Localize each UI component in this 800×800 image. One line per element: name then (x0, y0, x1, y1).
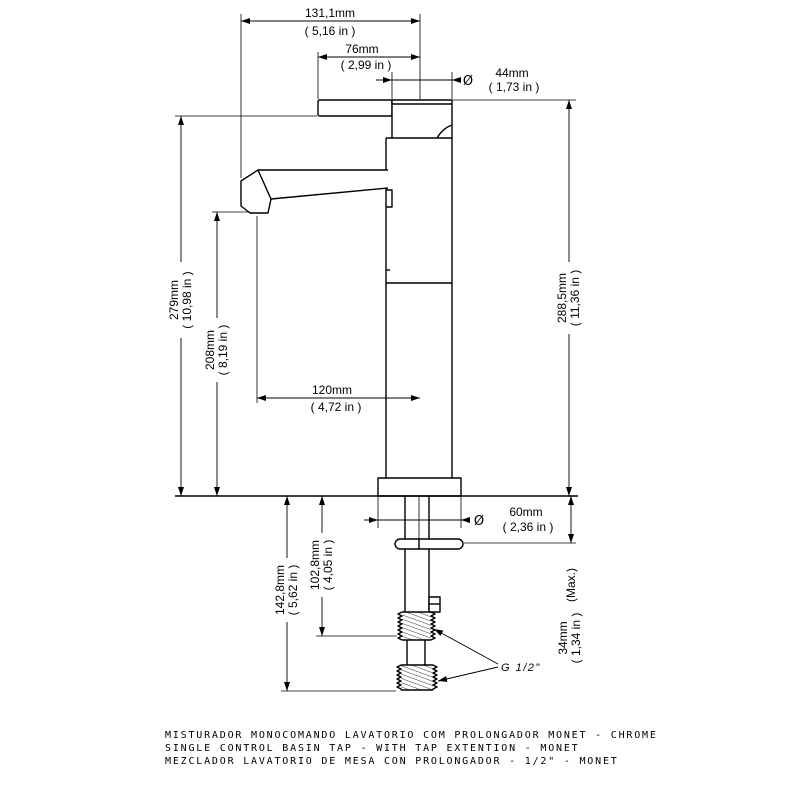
dim-in-label: ( 10,98 in ) (180, 271, 194, 328)
dim-in-label: ( 11,36 in ) (568, 270, 582, 326)
lower-thread-right (432, 664, 438, 690)
dim-overall-width: 131,1mm ( 5,16 in ) (240, 6, 421, 178)
dim-spout-reach: 120mm ( 4,72 in ) (256, 216, 420, 414)
thread-callout: G 1/2" (433, 628, 541, 682)
dim-mm-label: 131,1mm (305, 6, 355, 20)
upper-thread-hatch (402, 612, 431, 640)
body-tube (385, 137, 453, 478)
dim-in-label: ( 4,72 in ) (311, 400, 362, 414)
dim-mm-label: 102,8mm (308, 540, 322, 590)
handle-body (391, 99, 453, 139)
dim-mm-label: 120mm (312, 383, 352, 397)
title-line-spanish: MEZCLADOR LAVATORIO DE MESA CON PROLONGA… (165, 756, 619, 767)
dim-mm-label: 208mm (203, 330, 217, 370)
dim-in-label: ( 1,73 in ) (489, 80, 540, 94)
dim-mm-label: 76mm (345, 42, 378, 56)
dim-mm-label: 60mm (509, 505, 542, 519)
flexible-hoses (406, 640, 426, 665)
lower-thread-hatch (401, 665, 433, 690)
dim-body-height: 288,5mm ( 11,36 in ) (453, 99, 582, 496)
lever-handle (317, 99, 393, 117)
dim-counter-thickness: (Max.) 34mm ( 1,34 in ) (464, 496, 583, 663)
dim-spout-height: 208mm ( 8,19 in ) (203, 211, 250, 496)
dim-in-label: ( 2,36 in ) (503, 520, 554, 534)
lower-thread-ends (401, 664, 433, 691)
title-line-english: SINGLE CONTROL BASIN TAP - WITH TAP EXTE… (165, 743, 580, 754)
dim-mm-label: 142,8mm (273, 565, 287, 615)
leader-line-lower (437, 666, 499, 682)
dim-shank-length: 142,8mm ( 5,62 in ) (273, 496, 396, 692)
dim-in-label: ( 2,99 in ) (341, 58, 392, 72)
dim-mm-label: 279mm (167, 280, 181, 320)
dim-mm-label: 288,5mm (555, 273, 569, 323)
dim-in-label: ( 5,62 in ) (286, 565, 300, 616)
spout-collar (386, 189, 393, 208)
dim-base-diameter: Ø 60mm ( 2,36 in ) (364, 497, 553, 534)
dim-body-diameter: Ø 44mm ( 1,73 in ) (376, 66, 539, 99)
dim-in-label: ( 1,34 in ) (569, 613, 583, 664)
dim-lever-length: 76mm ( 2,99 in ) (317, 42, 420, 99)
dim-in-label: ( 4,05 in ) (321, 540, 335, 591)
dim-total-height: 279mm ( 10,98 in ) (167, 115, 317, 496)
dim-thread-depth: 102,8mm ( 4,05 in ) (308, 496, 397, 637)
dim-mm-label: 44mm (495, 66, 528, 80)
upper-thread-left (397, 611, 403, 641)
lower-thread-left (396, 664, 402, 690)
leader-line-upper (433, 628, 499, 665)
faucet-outline (175, 99, 578, 691)
spout-bend-edge (257, 169, 272, 200)
shank-rod (404, 496, 430, 612)
diameter-symbol: Ø (463, 74, 473, 89)
spout (240, 169, 389, 214)
dim-in-label: ( 5,16 in ) (305, 24, 356, 38)
diameter-symbol: Ø (474, 514, 484, 529)
dim-max-note: (Max.) (564, 568, 578, 602)
fixing-washer (394, 538, 464, 550)
title-block: MISTURADOR MONOCOMANDO LAVATORIO COM PRO… (165, 730, 658, 767)
title-line-portuguese: MISTURADOR MONOCOMANDO LAVATORIO COM PRO… (165, 730, 658, 741)
base-flange (377, 477, 462, 497)
upper-thread-right (430, 611, 436, 641)
thread-size-label: G 1/2" (501, 662, 541, 674)
dim-mm-label: 34mm (556, 621, 570, 654)
cartridge-cut (436, 124, 453, 139)
dim-in-label: ( 8,19 in ) (216, 325, 230, 376)
